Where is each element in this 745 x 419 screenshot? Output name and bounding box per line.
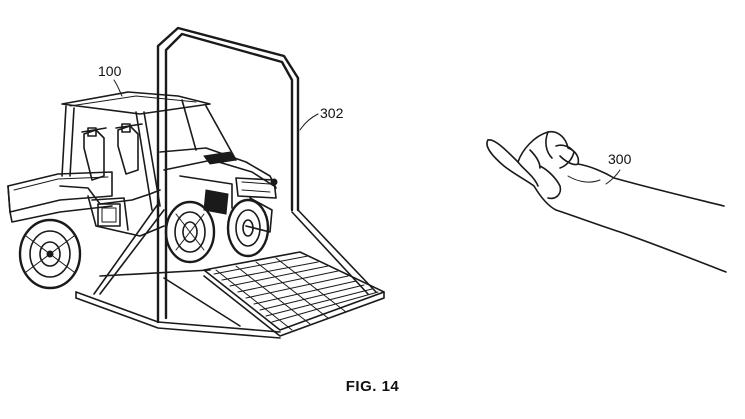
- reference-label-vehicle: 100: [98, 63, 122, 79]
- figure-caption: FIG. 14: [345, 378, 400, 395]
- reference-label-gate-frame: 302: [320, 105, 344, 121]
- rear-wheel: [18, 218, 82, 290]
- utility-vehicle-drawing: [7, 91, 278, 290]
- front-wheel-left: [164, 200, 216, 264]
- arm-hand-drawing: [486, 130, 727, 273]
- gate-frame-and-ramp-drawing: [75, 26, 385, 339]
- front-wheel-right: [226, 198, 270, 258]
- reference-label-arm: 300: [608, 151, 632, 167]
- leader-lines: [113, 79, 621, 185]
